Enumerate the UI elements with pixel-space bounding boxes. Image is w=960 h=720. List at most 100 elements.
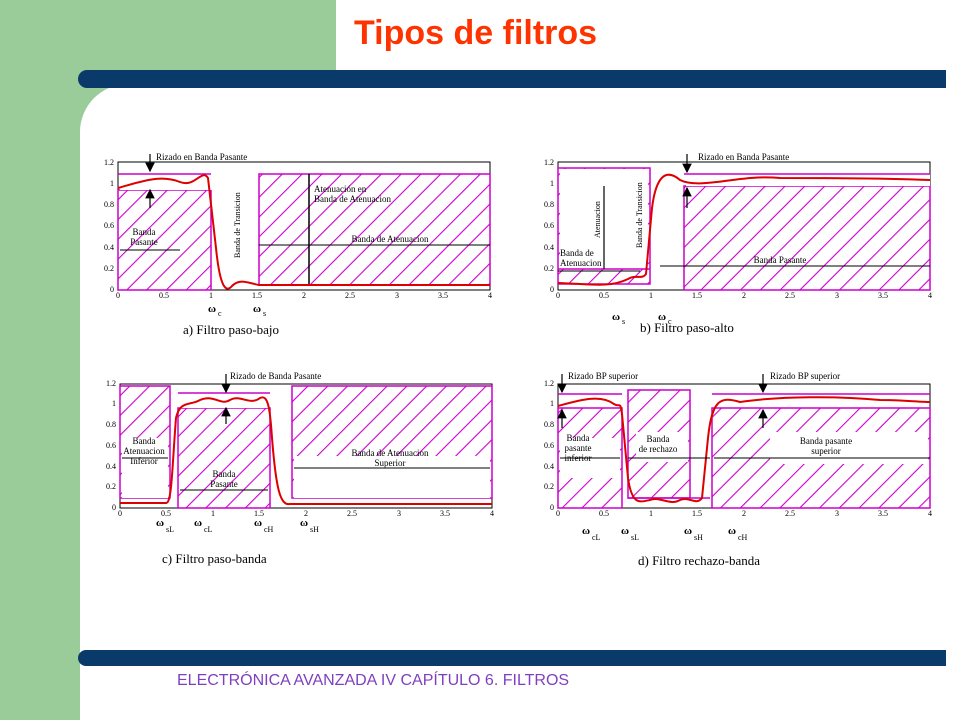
a-label-ripple: Rizado en Banda Pasante: [156, 152, 247, 162]
c-omega-symbol-cL: ω: [194, 517, 202, 529]
d-omega-symbol-cH: ω: [728, 525, 736, 537]
a-xtick-4: 2: [302, 291, 306, 300]
d-ytick-6: 1.2: [544, 379, 554, 388]
d-response-curve: [557, 396, 931, 503]
a-label-transition: Banda de Transicion: [233, 192, 242, 258]
a-omega-symbol-s: ω: [253, 303, 261, 315]
b-ytick-4: 0.8: [544, 200, 554, 209]
c-xtick-7: 3.5: [440, 509, 450, 518]
a-ripple-gap: [120, 174, 212, 190]
a-stopband-hatch: [258, 173, 491, 286]
b-label-atten: Atenuacion: [593, 201, 602, 238]
c-response-curve: [120, 396, 492, 506]
b-ytick-2: 0.4: [544, 243, 554, 252]
d-label-upper-1: Banda pasante: [800, 436, 852, 446]
c-passband-hatch: [177, 407, 271, 509]
b-omega-symbol-c: ω: [658, 311, 666, 323]
c-xtick-4: 2: [304, 509, 308, 518]
a-label-atten-1: Atenuación en: [314, 184, 367, 194]
d-omega-symbol-cL: ω: [582, 525, 590, 537]
b-caption: b) Filtro paso-alto: [640, 320, 734, 335]
a-xtick-5: 2.5: [345, 291, 355, 300]
d-label-upper-2: superior: [811, 446, 841, 456]
a-passband-hatch: [117, 189, 212, 291]
c-lower-label-gap: [122, 438, 168, 498]
b-omega-symbol-s: ω: [612, 311, 620, 323]
c-xtick-6: 3: [397, 509, 401, 518]
c-upper-label-gap: [294, 456, 490, 498]
top-green-block: [0, 0, 336, 72]
d-omega-cL: cL: [592, 533, 601, 542]
panel-b: 0 0.2 0.4 0.6 0.8 1 1.2 0 0.5 1 1.5 2 2.…: [544, 152, 932, 335]
b-ytick-6: 1.2: [544, 158, 554, 167]
d-label-lower-2: pasante: [565, 443, 592, 453]
d-omega-symbol-sL: ω: [621, 525, 629, 537]
d-xtick-2: 1: [649, 509, 653, 518]
a-label-pass-2: Pasante: [130, 237, 158, 247]
d-xtick-3: 1.5: [692, 509, 702, 518]
a-omega-symbol-c: ω: [208, 303, 216, 315]
c-xtick-5: 2.5: [347, 509, 357, 518]
a-xtick-2: 1: [209, 291, 213, 300]
d-xtick-0: 0: [556, 509, 560, 518]
c-omega-sH: sH: [310, 525, 319, 534]
a-xtick-1: 0.5: [159, 291, 169, 300]
d-xtick-6: 3: [835, 509, 839, 518]
b-xtick-7: 3.5: [878, 291, 888, 300]
c-ytick-5: 1: [112, 399, 116, 408]
a-xtick-0: 0: [116, 291, 120, 300]
b-label-transition: Banda de Transicion: [635, 182, 644, 248]
c-ytick-0: 0: [112, 503, 116, 512]
b-response-curve: [557, 173, 931, 286]
b-xtick-5: 2.5: [785, 291, 795, 300]
b-label-ripple: Rizado en Banda Pasante: [698, 152, 789, 162]
b-label-pass: Banda Pasante: [754, 255, 807, 265]
d-label-ripple-left: Rizado BP superior: [568, 371, 638, 381]
a-ytick-0: 0: [110, 285, 114, 294]
c-ytick-1: 0.2: [106, 482, 116, 491]
d-omega-sL: sL: [631, 533, 639, 542]
c-label-upper-2: Superior: [375, 458, 406, 468]
d-omega-sH: sH: [694, 533, 703, 542]
c-label-pass-2: Pasante: [210, 479, 238, 489]
c-omega-sL: sL: [166, 525, 174, 534]
b-xtick-1: 0.5: [599, 291, 609, 300]
c-xtick-0: 0: [118, 509, 122, 518]
a-ytick-4: 0.8: [104, 200, 114, 209]
top-divider-bar: [78, 70, 946, 88]
d-label-lower-1: Banda: [567, 433, 590, 443]
a-ytick-3: 0.6: [104, 221, 114, 230]
a-xtick-7: 3.5: [438, 291, 448, 300]
c-omega-symbol-cH: ω: [254, 517, 262, 529]
b-label-stop-2: Atenuacion: [560, 258, 602, 268]
d-xtick-7: 3.5: [878, 509, 888, 518]
a-ytick-2: 0.4: [104, 243, 114, 252]
c-ytick-2: 0.4: [106, 462, 116, 471]
d-label-reject-1: Banda: [647, 434, 670, 444]
c-label-lower-3: Inferior: [130, 456, 157, 466]
c-omega-symbol-sH: ω: [300, 517, 308, 529]
c-xtick-2: 1: [211, 509, 215, 518]
a-label-stop: Banda de Atenuacion: [352, 234, 429, 244]
d-ytick-5: 1: [550, 399, 554, 408]
c-ytick-3: 0.6: [106, 441, 116, 450]
c-omega-symbol-sL: ω: [156, 517, 164, 529]
a-caption: a) Filtro paso-bajo: [183, 322, 279, 337]
d-ytick-0: 0: [550, 503, 554, 512]
b-passband-hatch: [683, 185, 931, 291]
c-ytick-6: 1.2: [106, 379, 116, 388]
a-omega-c: c: [218, 309, 222, 318]
d-ytick-1: 0.2: [544, 482, 554, 491]
d-reject-label-gap: [636, 432, 688, 462]
a-xtick-8: 4: [488, 291, 492, 300]
a-ytick-1: 0.2: [104, 264, 114, 273]
b-ytick-5: 1: [550, 179, 554, 188]
c-xtick-8: 4: [490, 509, 494, 518]
b-xtick-0: 0: [556, 291, 560, 300]
d-ytick-4: 0.8: [544, 420, 554, 429]
c-label-lower-1: Banda: [133, 436, 156, 446]
c-omega-cH: cH: [264, 525, 274, 534]
b-label-stop-1: Banda de: [560, 248, 594, 258]
panel-d: 0 0.2 0.4 0.6 0.8 1 1.2 0 0.5 1 1.5 2 2.…: [544, 371, 932, 568]
a-omega-s: s: [263, 309, 266, 318]
